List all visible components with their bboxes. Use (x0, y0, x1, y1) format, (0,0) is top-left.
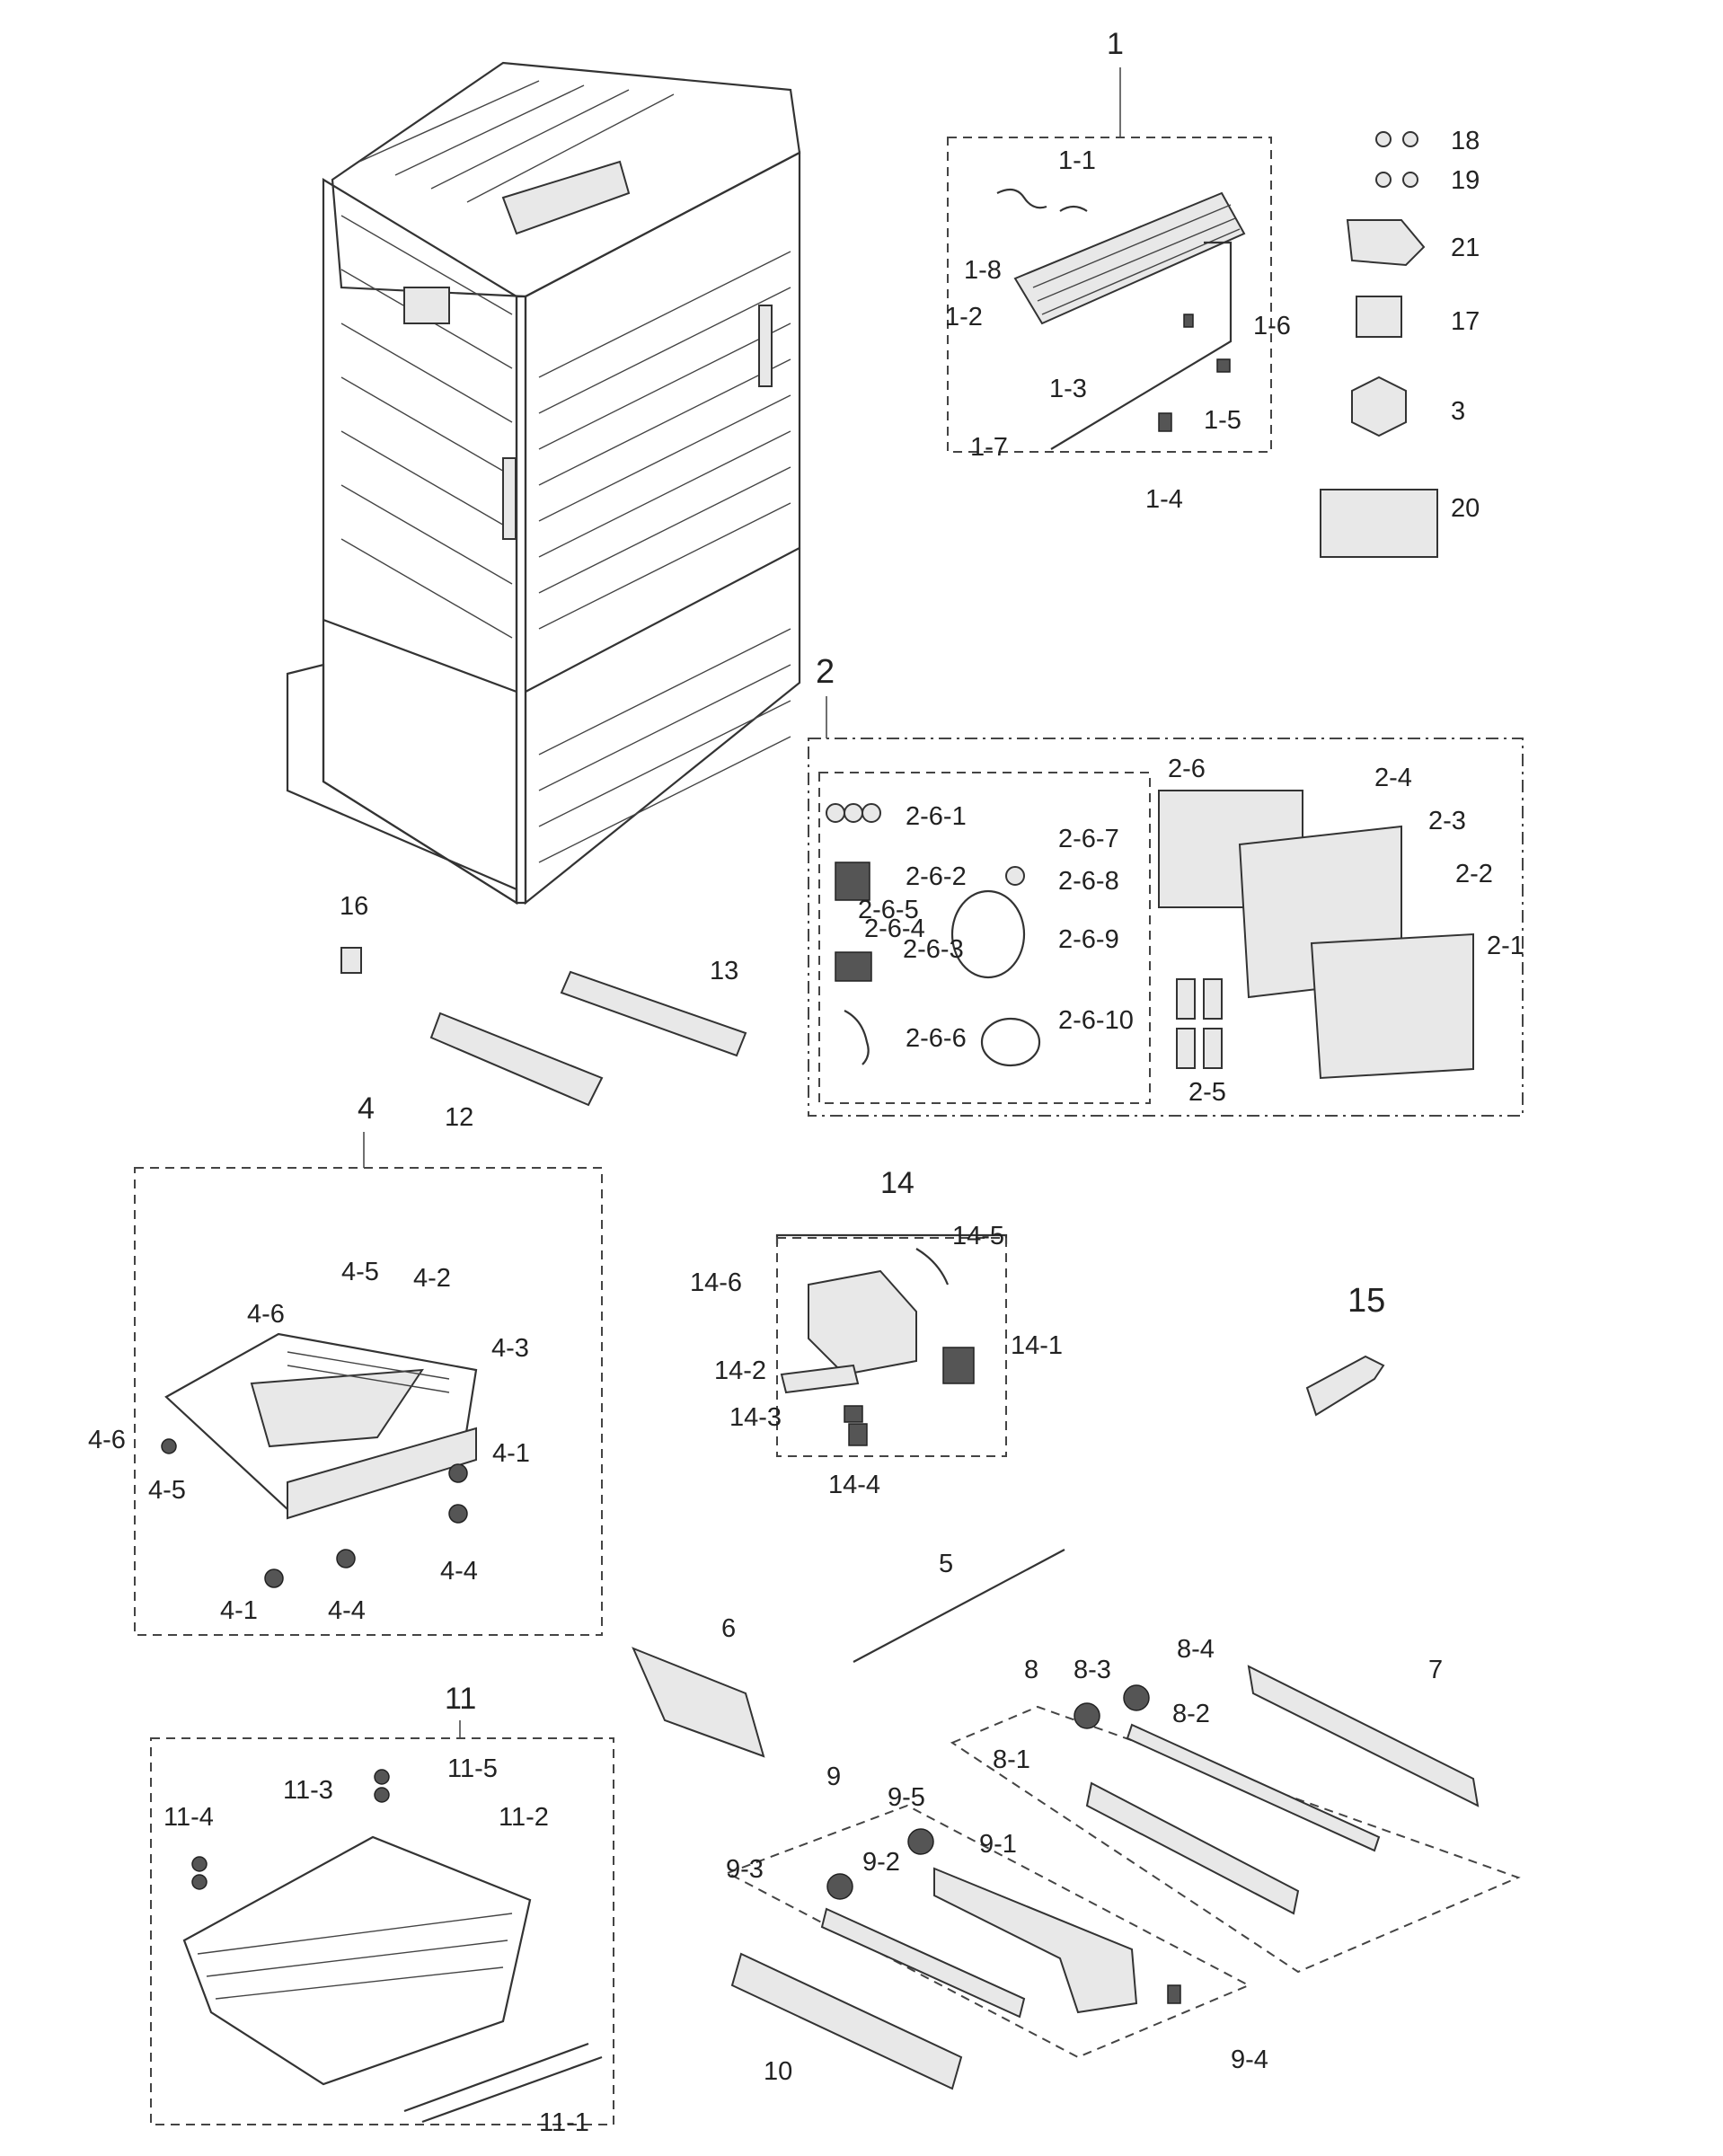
label-11-1: 11-1 (539, 2108, 589, 2137)
label-14-3: 14-3 (729, 1403, 782, 1432)
label-2-6-7: 2-6-7 (1058, 825, 1119, 853)
label-14-6: 14-6 (690, 1268, 742, 1297)
label-11-4: 11-4 (163, 1803, 214, 1832)
label-7: 7 (1428, 1656, 1443, 1684)
label-14-1: 14-1 (1011, 1331, 1063, 1360)
label-2-6-1: 2-6-1 (906, 802, 967, 831)
label-1-3: 1-3 (1049, 375, 1087, 403)
label-1-4: 1-4 (1145, 485, 1183, 514)
label-2-3: 2-3 (1428, 807, 1466, 835)
label-2-2: 2-2 (1455, 860, 1493, 888)
label-4-5-left: 4-5 (148, 1476, 186, 1505)
label-1-1: 1-1 (1058, 146, 1096, 175)
label-2: 2 (816, 653, 835, 691)
label-3: 3 (1451, 397, 1465, 426)
label-2-6: 2-6 (1168, 755, 1206, 783)
label-9-1: 9-1 (979, 1830, 1017, 1859)
label-2-4: 2-4 (1374, 764, 1412, 792)
label-1-2: 1-2 (945, 303, 983, 331)
label-18: 18 (1451, 127, 1480, 155)
group-9-rail-assembly: 9 9-5 9-1 9-2 9-3 9-4 (725, 1763, 1268, 2074)
group-11-lower-basket: 11 11-5 11-3 11-4 11-2 11-1 (150, 1682, 614, 2137)
label-14-5: 14-5 (952, 1222, 1004, 1250)
label-9: 9 (826, 1763, 841, 1791)
label-14-4: 14-4 (828, 1471, 880, 1499)
group-1-evaporator: 1 1-1 1-2 1-3 1-4 1-5 1-6 1-7 1-8 (945, 27, 1291, 514)
part-15-bracket: 15 (1305, 1282, 1385, 1417)
label-9-5: 9-5 (888, 1783, 925, 1812)
label-4-1-right: 4-1 (492, 1439, 530, 1468)
label-9-3: 9-3 (726, 1855, 764, 1884)
label-4-6-left: 4-6 (88, 1426, 126, 1454)
label-2-5: 2-5 (1188, 1078, 1226, 1107)
label-12: 12 (445, 1103, 473, 1132)
label-10: 10 (764, 2057, 792, 2086)
dividers-and-covers: 5 6 7 (632, 1549, 1480, 1807)
label-1-6: 1-6 (1253, 312, 1291, 340)
label-9-4: 9-4 (1231, 2046, 1268, 2074)
group-14-ice-maker: 14 14-5 14-6 14-1 14-2 14-3 14-4 (690, 1166, 1063, 1499)
label-4: 4 (358, 1091, 375, 1126)
label-21: 21 (1451, 234, 1480, 262)
label-19: 19 (1451, 166, 1480, 195)
group-8-rail-assembly: 8 8-3 8-4 8-2 8-1 (950, 1635, 1521, 1974)
label-20: 20 (1451, 494, 1480, 523)
label-2-6-3: 2-6-3 (903, 935, 964, 964)
label-1-8: 1-8 (964, 256, 1002, 285)
small-fittings: 18 19 21 17 3 20 (1320, 127, 1480, 558)
label-8-1: 8-1 (993, 1745, 1030, 1774)
label-1: 1 (1107, 27, 1124, 61)
label-16: 16 (340, 892, 368, 921)
label-9-2: 9-2 (862, 1848, 900, 1877)
label-14: 14 (880, 1166, 915, 1200)
label-11-3: 11-3 (283, 1776, 333, 1805)
label-4-2: 4-2 (413, 1264, 451, 1293)
label-2-1: 2-1 (1487, 932, 1524, 960)
cabinet-assembly (286, 61, 801, 906)
label-1-5: 1-5 (1204, 406, 1241, 435)
group-2-fan-duct: 2 2-6-1 2-6-2 2-6-3 2-6-4 2-6-5 2-6-6 2-… (808, 653, 1524, 1117)
label-2-6-8: 2-6-8 (1058, 867, 1119, 896)
label-13: 13 (710, 957, 738, 985)
label-14-2: 14-2 (714, 1356, 766, 1385)
label-4-3: 4-3 (491, 1334, 529, 1363)
label-11: 11 (445, 1682, 476, 1716)
label-2-6-5: 2-6-5 (858, 896, 919, 924)
label-8: 8 (1024, 1656, 1038, 1684)
group-4-freezer-drawer: 4 4-5 4-6 4-2 4-3 4-6 4-5 4-1 4-4 4-4 4-… (88, 1091, 603, 1636)
label-11-5: 11-5 (447, 1754, 498, 1783)
label-2-6-9: 2-6-9 (1058, 925, 1119, 954)
label-17: 17 (1451, 307, 1480, 336)
label-4-1-bottom: 4-1 (220, 1596, 258, 1625)
label-5: 5 (939, 1550, 953, 1578)
rails-and-clips: 16 13 12 (340, 892, 747, 1132)
label-6: 6 (721, 1614, 736, 1643)
label-2-6-4: 2-6-4 (864, 915, 925, 943)
label-4-4-bottom: 4-4 (328, 1596, 366, 1625)
label-2-6-2: 2-6-2 (906, 862, 967, 891)
label-8-4: 8-4 (1177, 1635, 1215, 1664)
label-8-2: 8-2 (1172, 1700, 1210, 1728)
label-4-6-top: 4-6 (247, 1300, 285, 1329)
label-2-6-10: 2-6-10 (1058, 1006, 1134, 1035)
part-10-rail-cover: 10 (730, 1952, 963, 2090)
label-4-4-right: 4-4 (440, 1557, 478, 1586)
label-8-3: 8-3 (1074, 1656, 1111, 1684)
label-15: 15 (1347, 1282, 1385, 1320)
label-11-2: 11-2 (499, 1803, 549, 1832)
label-2-6-6: 2-6-6 (906, 1024, 967, 1053)
label-4-5-top: 4-5 (341, 1258, 379, 1286)
label-1-7: 1-7 (970, 433, 1008, 462)
